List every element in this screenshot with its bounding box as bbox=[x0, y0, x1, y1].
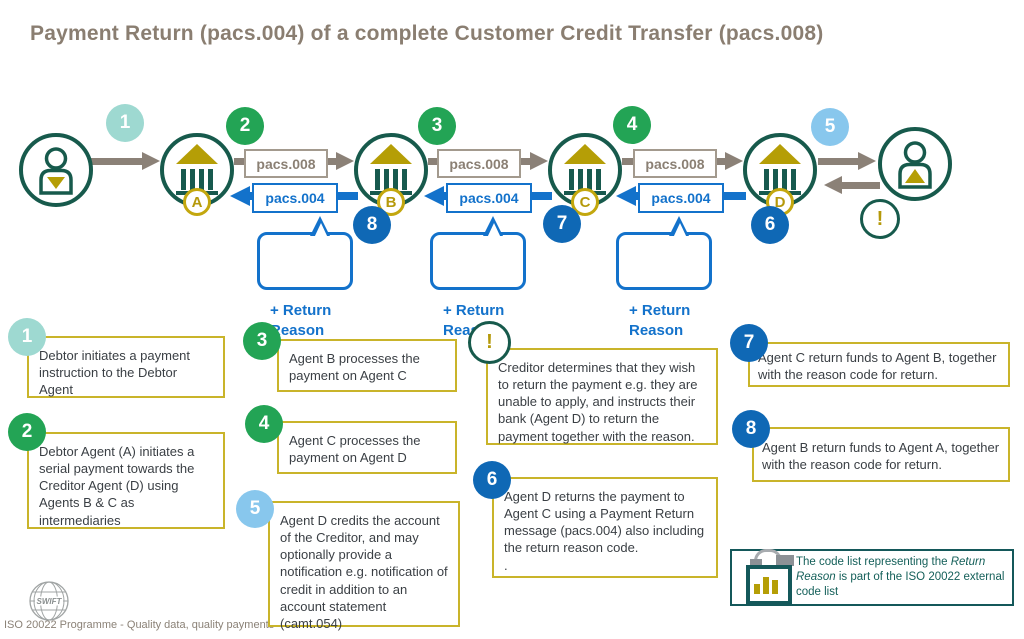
screen-frame-icon bbox=[746, 564, 792, 605]
bank-icon: D bbox=[749, 139, 811, 216]
bank-roof-icon bbox=[370, 144, 412, 164]
pacs008-label: pacs.008 bbox=[244, 149, 328, 178]
step-note-alert: Creditor determines that they wish to re… bbox=[486, 348, 718, 445]
bubble-text: + Return Reason bbox=[270, 301, 332, 339]
code-note-italic: Return Reason bbox=[796, 556, 986, 584]
bank-icon: B bbox=[360, 139, 422, 216]
bank-node-c: C bbox=[548, 133, 622, 216]
bubble-pointer-icon bbox=[314, 223, 328, 238]
debtor-person-icon bbox=[39, 147, 73, 195]
arrow-d-to-creditor bbox=[818, 158, 860, 165]
footer-tagline: ISO 20022 Programme - Quality data, qual… bbox=[4, 619, 275, 631]
return-reason-bubble: + Return Reason bbox=[616, 216, 712, 339]
note-badge-2: 2 bbox=[8, 413, 46, 451]
flow-badge-6: 6 bbox=[751, 206, 789, 244]
bank-roof-icon bbox=[759, 144, 801, 164]
flow-badge-2: 2 bbox=[226, 107, 264, 145]
return-arrow-head-icon bbox=[230, 186, 250, 206]
page-title: Payment Return (pacs.004) of a complete … bbox=[30, 22, 824, 45]
arrow-head-icon bbox=[336, 152, 354, 170]
swift-logo-text: SWIFT bbox=[37, 597, 63, 606]
return-reason-bubble: + Return Reason bbox=[257, 216, 353, 339]
creditor-person-icon bbox=[898, 141, 932, 189]
flow-badge-1: 1 bbox=[106, 104, 144, 142]
flow-badge-7: 7 bbox=[543, 205, 581, 243]
creditor-node bbox=[878, 127, 952, 201]
down-triangle-icon bbox=[47, 177, 65, 189]
up-triangle-icon bbox=[905, 169, 925, 183]
step-note-3: Agent B processes the payment on Agent C bbox=[277, 339, 457, 392]
flow-badge-3: 3 bbox=[418, 107, 456, 145]
arrow-head-icon bbox=[142, 152, 160, 170]
note-badge-7: 7 bbox=[730, 324, 768, 362]
bank-columns-icon bbox=[181, 169, 213, 190]
bubble-pointer-icon bbox=[487, 223, 501, 238]
pacs008-label: pacs.008 bbox=[633, 149, 717, 178]
arrow-head-icon bbox=[858, 152, 876, 170]
note-badge-5: 5 bbox=[236, 490, 274, 528]
arrow-head-icon bbox=[725, 152, 743, 170]
step-note-5: Agent D credits the account of the Credi… bbox=[268, 501, 460, 631]
bar-chart-icon bbox=[754, 576, 778, 594]
bank-roof-icon bbox=[176, 144, 218, 164]
return-reason-bubble: + Return Reason bbox=[430, 216, 526, 339]
pacs004-label: pacs.004 bbox=[446, 183, 532, 213]
bubble-pointer-icon bbox=[673, 223, 687, 238]
bank-columns-icon bbox=[569, 169, 601, 190]
swift-logo: SWIFT bbox=[28, 580, 70, 622]
step-note-6: Agent D returns the payment to Agent C u… bbox=[492, 477, 718, 578]
code-list-note-text: The code list representing the Return Re… bbox=[796, 555, 1012, 600]
flow-badge-8: 8 bbox=[353, 206, 391, 244]
bank-icon: C bbox=[554, 139, 616, 216]
bank-node-a: A bbox=[160, 133, 234, 216]
note-badge-3: 3 bbox=[243, 322, 281, 360]
note-badge-6: 6 bbox=[473, 461, 511, 499]
code-note-pre: The code list representing the bbox=[796, 556, 951, 569]
return-arrow-head-icon bbox=[616, 186, 636, 206]
pacs008-label: pacs.008 bbox=[437, 149, 521, 178]
arrow-head-icon bbox=[530, 152, 548, 170]
pacs004-label: pacs.004 bbox=[252, 183, 338, 213]
code-list-chart-plug-icon bbox=[738, 548, 796, 605]
arrow-shaft bbox=[90, 158, 144, 165]
bank-node-d: D bbox=[743, 133, 817, 216]
step-note-4: Agent C processes the payment on Agent D bbox=[277, 421, 457, 474]
agent-letter-c: C bbox=[571, 188, 599, 216]
code-list-note: The code list representing the Return Re… bbox=[730, 548, 1014, 606]
bank-columns-icon bbox=[375, 169, 407, 190]
note-alert-badge: ! bbox=[468, 321, 511, 364]
arrow-head-icon bbox=[824, 176, 842, 194]
arrow-debtor-to-agent-a bbox=[90, 158, 144, 165]
bank-node-b: B bbox=[354, 133, 428, 216]
step-note-8: Agent B return funds to Agent A, togethe… bbox=[752, 427, 1010, 482]
step-note-1: Debtor initiates a payment instruction t… bbox=[27, 336, 225, 398]
flow-badge-4: 4 bbox=[613, 106, 651, 144]
flow-alert-badge: ! bbox=[860, 199, 900, 239]
bank-icon: A bbox=[166, 139, 228, 216]
note-badge-4: 4 bbox=[245, 405, 283, 443]
step-note-2: Debtor Agent (A) initiates a serial paym… bbox=[27, 432, 225, 529]
debtor-node bbox=[19, 133, 93, 207]
return-arrow-head-icon bbox=[424, 186, 444, 206]
note-badge-1: 1 bbox=[8, 318, 46, 356]
agent-letter-a: A bbox=[183, 188, 211, 216]
code-note-post: is part of the ISO 20022 external code l… bbox=[796, 571, 1005, 598]
arrow-creditor-to-d bbox=[842, 182, 880, 189]
plug-icon bbox=[776, 554, 794, 566]
bubble-text: + Return Reason bbox=[629, 301, 691, 339]
bank-roof-icon bbox=[564, 144, 606, 164]
step-note-7: Agent C return funds to Agent B, togethe… bbox=[748, 342, 1010, 387]
bank-columns-icon bbox=[764, 169, 796, 190]
flow-badge-5: 5 bbox=[811, 108, 849, 146]
note-badge-8: 8 bbox=[732, 410, 770, 448]
plug-icon bbox=[750, 558, 762, 569]
pacs004-label: pacs.004 bbox=[638, 183, 724, 213]
